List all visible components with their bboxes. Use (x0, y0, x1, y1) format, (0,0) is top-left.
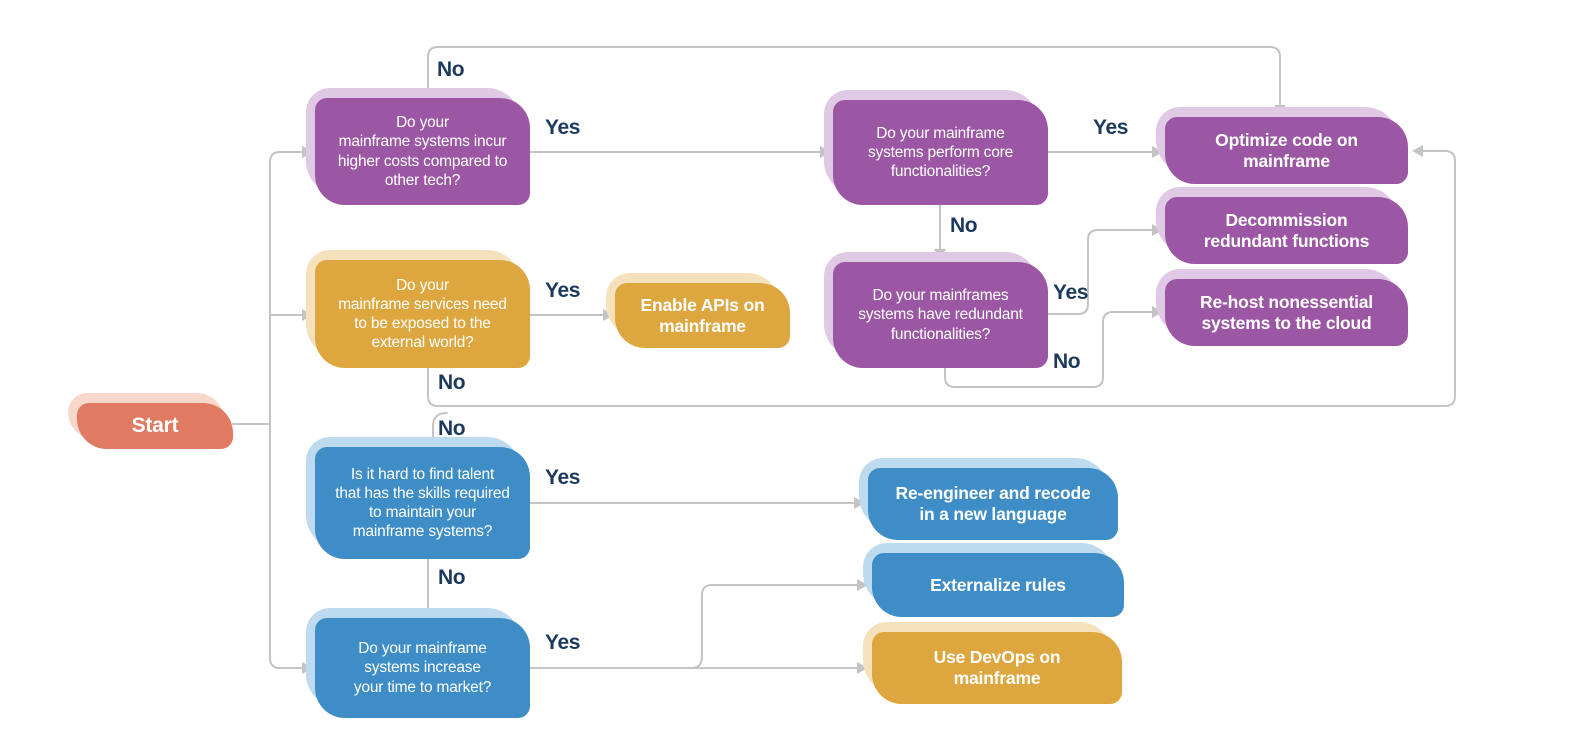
node-start: Start (77, 403, 233, 449)
edge-label-no-talent-market: No (438, 566, 466, 589)
action-enable-apis-label: Enable APIs on mainframe (640, 294, 765, 336)
edge-label-no-to-talent: No (438, 417, 466, 440)
action-use-devops-label: Use DevOps on mainframe (933, 647, 1061, 688)
connector-services-yes-apis (529, 309, 614, 321)
action-rehost-cloud: Re-host nonessential systems to the clou… (1165, 279, 1408, 346)
action-reengineer-recode: Re-engineer and recode in a new language (868, 468, 1118, 540)
edge-label-no-core-redundant: No (950, 214, 978, 237)
edge-label-yes-services-apis: Yes (545, 279, 581, 302)
edge-label-yes-cost-core: Yes (545, 116, 581, 139)
edge-label-yes-core-optimize: Yes (1093, 116, 1129, 139)
action-externalize-rules: Externalize rules (872, 553, 1124, 617)
connector-cost-yes-core (529, 146, 831, 158)
edge-label-yes-redundant-decommission: Yes (1053, 281, 1089, 304)
decision-services-exposed: Do your mainframe services need to be ex… (315, 260, 530, 368)
action-externalize-rules-label: Externalize rules (930, 574, 1066, 595)
decision-redundant-functionalities-label: Do your mainframes systems have redundan… (858, 287, 1023, 343)
action-decommission-label: Decommission redundant functions (1203, 209, 1370, 251)
node-start-label: Start (131, 414, 179, 437)
decision-time-to-market-label: Do your mainframe systems increase your … (353, 640, 492, 696)
action-optimize-code: Optimize code on mainframe (1165, 117, 1408, 184)
connector-start-trunk (232, 146, 313, 674)
decision-core-functionalities: Do your mainframe systems perform core f… (833, 100, 1048, 205)
edge-label-yes-talent-reengineer: Yes (545, 466, 581, 489)
decision-higher-costs: Do your mainframe systems incur higher c… (315, 98, 530, 205)
connector-talent-yes-reengineer (529, 497, 865, 509)
decision-find-talent: Is it hard to find talent that has the s… (315, 447, 530, 559)
action-optimize-code-label: Optimize code on mainframe (1215, 129, 1358, 171)
action-enable-apis: Enable APIs on mainframe (615, 283, 790, 348)
edge-label-no-cost-loop: No (437, 58, 465, 81)
edge-label-no-redundant-rehost: No (1053, 350, 1081, 373)
decision-core-functionalities-label: Do your mainframe systems perform core f… (867, 124, 1013, 181)
connector-no-to-talent (432, 412, 448, 446)
connector-services-no-optimize (427, 145, 1456, 407)
action-decommission: Decommission redundant functions (1165, 197, 1408, 264)
connector-core-yes-optimize (1047, 146, 1163, 158)
decision-higher-costs-label: Do your mainframe systems incur higher c… (337, 114, 508, 189)
action-use-devops: Use DevOps on mainframe (872, 632, 1122, 704)
decision-time-to-market: Do your mainframe systems increase your … (315, 618, 530, 718)
connector-market-yes-devops (529, 579, 868, 674)
action-rehost-cloud-label: Re-host nonessential systems to the clou… (1200, 291, 1373, 333)
decision-services-exposed-label: Do your mainframe services need to be ex… (338, 276, 507, 352)
edge-label-yes-market: Yes (545, 631, 581, 654)
decision-find-talent-label: Is it hard to find talent that has the s… (335, 465, 510, 541)
decision-redundant-functionalities: Do your mainframes systems have redundan… (833, 262, 1048, 368)
action-reengineer-recode-label: Re-engineer and recode in a new language (895, 483, 1091, 524)
edge-label-no-services: No (438, 371, 466, 394)
